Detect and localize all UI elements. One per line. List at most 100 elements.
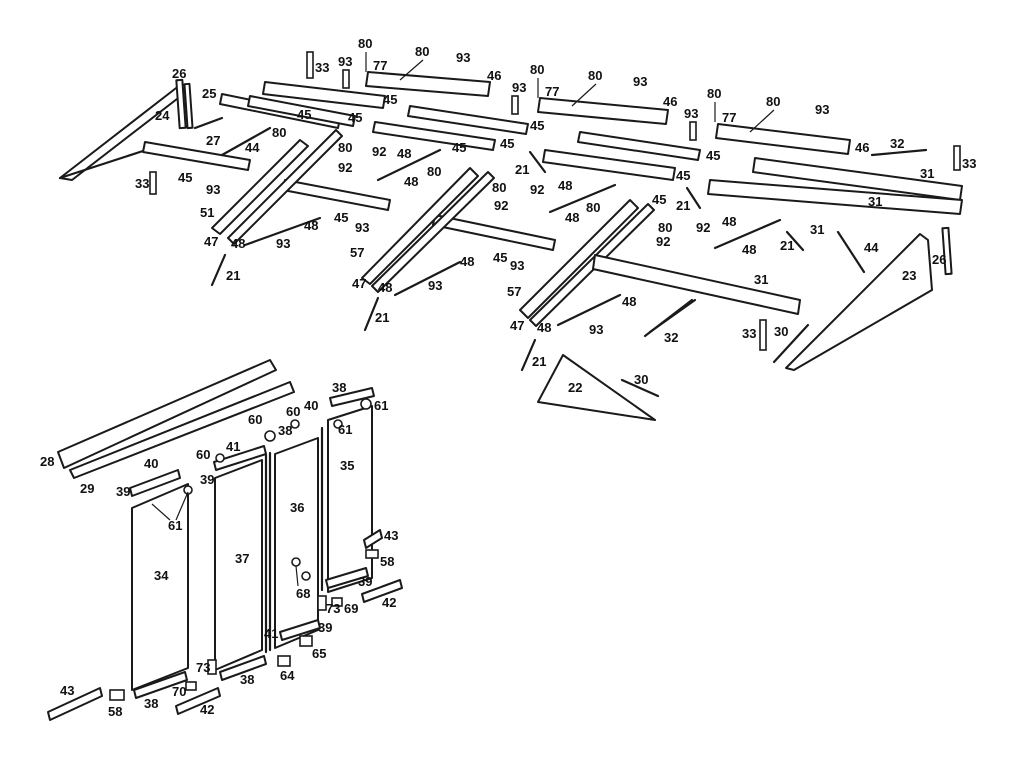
callout-45: 45 xyxy=(706,148,720,163)
callout-61: 61 xyxy=(338,422,352,437)
callout-30: 30 xyxy=(634,372,648,387)
callout-33: 33 xyxy=(135,176,149,191)
strap-30-b xyxy=(620,378,660,398)
purlin-48-f xyxy=(713,218,782,250)
beam-45-e xyxy=(577,131,701,161)
roller-60-c xyxy=(290,419,300,429)
callout-64: 64 xyxy=(280,668,295,683)
callout-45: 45 xyxy=(493,250,507,265)
handle-68-a xyxy=(291,557,301,567)
door-panel-34 xyxy=(131,483,189,691)
brace-21-b xyxy=(363,296,380,332)
callout-27: 27 xyxy=(206,133,220,148)
beam-45-a xyxy=(262,81,386,109)
callout-80: 80 xyxy=(358,36,372,51)
callout-46: 46 xyxy=(663,94,677,109)
callout-92: 92 xyxy=(696,220,710,235)
callout-58: 58 xyxy=(108,704,122,719)
callout-57: 57 xyxy=(507,284,521,299)
bracket-33-d xyxy=(759,319,767,351)
leader-line xyxy=(571,83,597,107)
callout-38: 38 xyxy=(278,423,292,438)
callout-45: 45 xyxy=(652,192,666,207)
upright-post-left-2 xyxy=(183,82,194,130)
callout-25: 25 xyxy=(202,86,216,101)
callout-45: 45 xyxy=(383,92,397,107)
block-69 xyxy=(331,597,343,607)
roller-60-a xyxy=(264,430,276,442)
callout-32: 32 xyxy=(664,330,678,345)
callout-47: 47 xyxy=(510,318,524,333)
callout-93: 93 xyxy=(510,258,524,273)
callout-48: 48 xyxy=(565,210,579,225)
callout-43: 43 xyxy=(60,683,74,698)
callout-47: 47 xyxy=(204,234,218,249)
callout-32: 32 xyxy=(890,136,904,151)
callout-80: 80 xyxy=(530,62,544,77)
callout-45: 45 xyxy=(452,140,466,155)
beam-45-g xyxy=(142,141,251,171)
callout-69: 69 xyxy=(344,601,358,616)
leader-line xyxy=(749,109,775,133)
callout-60: 60 xyxy=(248,412,262,427)
callout-80: 80 xyxy=(588,68,602,83)
callout-38: 38 xyxy=(240,672,254,687)
strap-32-b xyxy=(643,298,694,338)
callout-93: 93 xyxy=(206,182,220,197)
callout-21: 21 xyxy=(780,238,794,253)
block-65 xyxy=(299,635,313,647)
callout-30: 30 xyxy=(774,324,788,339)
callout-68: 68 xyxy=(296,586,310,601)
callout-48: 48 xyxy=(460,254,474,269)
callout-45: 45 xyxy=(297,107,311,122)
callout-38: 38 xyxy=(332,380,346,395)
leader-line xyxy=(399,59,424,81)
callout-45: 45 xyxy=(348,110,362,125)
callout-45: 45 xyxy=(676,168,690,183)
roller-61-a xyxy=(183,485,193,495)
purlin-48-d xyxy=(548,183,617,214)
stop-58-a xyxy=(109,689,125,701)
callout-31: 31 xyxy=(868,194,882,209)
block-70 xyxy=(185,681,197,691)
rafter-57-a xyxy=(361,167,479,285)
callout-47: 47 xyxy=(352,276,366,291)
block-64 xyxy=(277,655,291,667)
callout-57: 57 xyxy=(350,245,364,260)
leader-line xyxy=(151,503,171,521)
callout-93: 93 xyxy=(355,220,369,235)
callout-33: 33 xyxy=(742,326,756,341)
callout-92: 92 xyxy=(656,234,670,249)
callout-80: 80 xyxy=(338,140,352,155)
roof-frame-assembly xyxy=(58,51,963,421)
callout-92: 92 xyxy=(494,198,508,213)
callout-48: 48 xyxy=(231,236,245,251)
callout-65: 65 xyxy=(312,646,326,661)
callout-46: 46 xyxy=(855,140,869,155)
callout-48: 48 xyxy=(742,242,756,257)
callout-43: 43 xyxy=(384,528,398,543)
callout-40: 40 xyxy=(304,398,318,413)
bracket-93-a xyxy=(342,69,350,89)
door-panel-37 xyxy=(214,459,263,671)
guide-39-d xyxy=(279,619,321,641)
callout-77: 77 xyxy=(373,58,387,73)
callout-48: 48 xyxy=(622,294,636,309)
gable-truss-left xyxy=(59,84,187,181)
callout-40: 40 xyxy=(144,456,158,471)
callout-42: 42 xyxy=(382,595,396,610)
callout-80: 80 xyxy=(415,44,429,59)
callout-33: 33 xyxy=(315,60,329,75)
callout-92: 92 xyxy=(372,144,386,159)
bracket-33-a xyxy=(306,51,314,79)
rail-42-b xyxy=(361,579,403,603)
callout-28: 28 xyxy=(40,454,54,469)
callout-73: 73 xyxy=(326,601,340,616)
gable-truss-left-base xyxy=(58,148,148,180)
callout-93: 93 xyxy=(338,54,352,69)
callout-41: 41 xyxy=(226,439,240,454)
leader-lines xyxy=(151,52,775,587)
roller-61-b xyxy=(333,419,343,429)
callout-33: 33 xyxy=(962,156,976,171)
